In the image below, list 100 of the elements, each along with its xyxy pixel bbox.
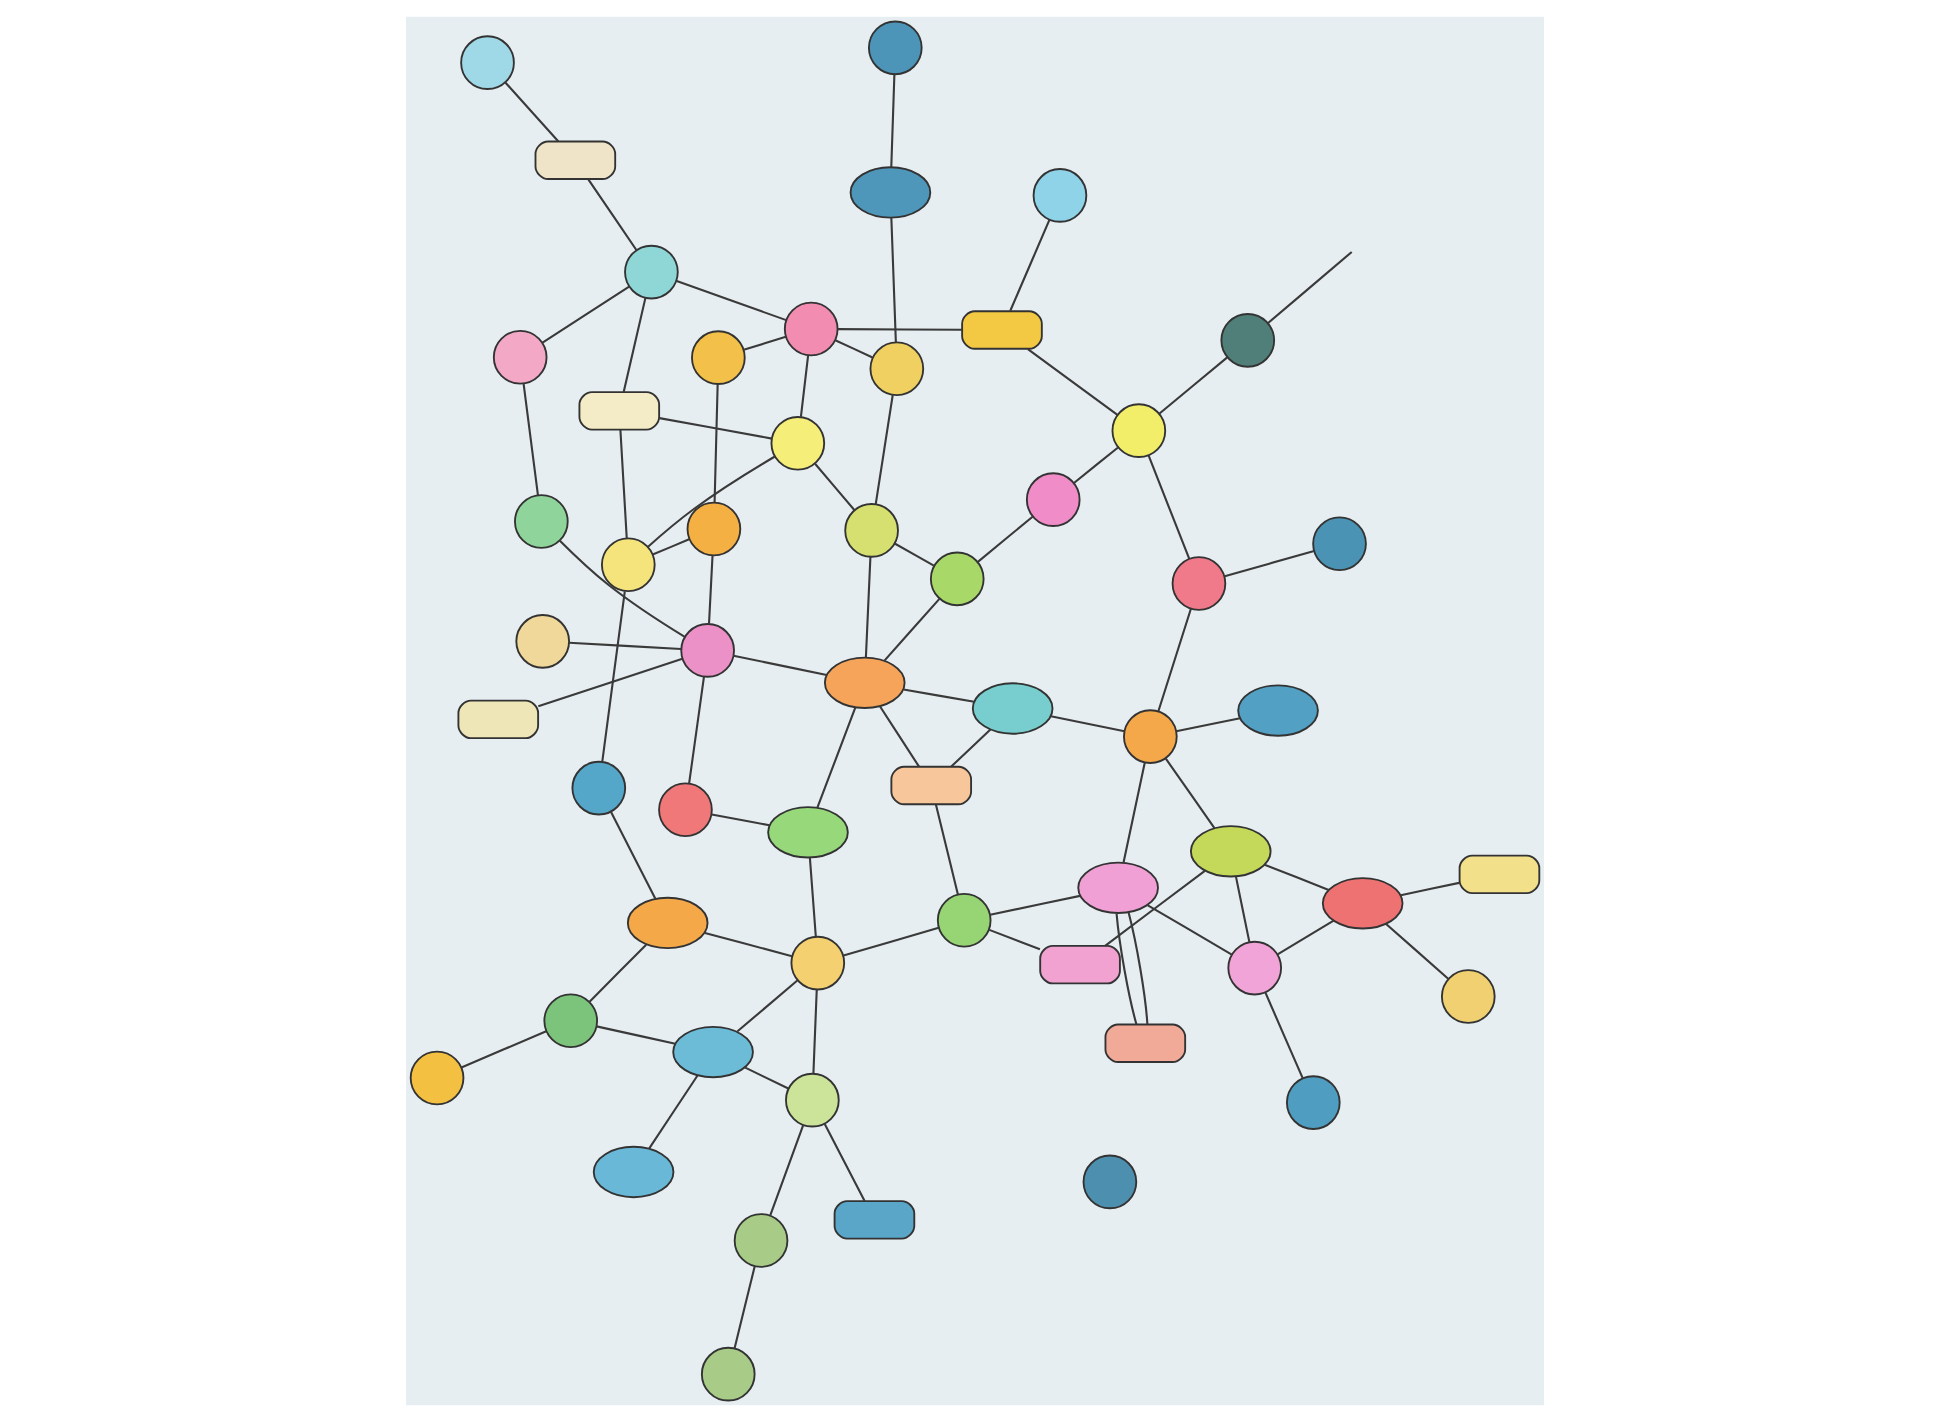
connector (537, 657, 683, 708)
connector (1122, 762, 1146, 863)
node-circle (1111, 403, 1167, 458)
node-box (457, 699, 540, 740)
connector (542, 285, 630, 344)
connector (1009, 219, 1051, 312)
connector (744, 1066, 789, 1090)
connector (823, 1123, 866, 1202)
node-circle (1312, 516, 1367, 572)
node-circle (1220, 313, 1276, 368)
connector (1264, 863, 1330, 891)
node-ellipse (767, 806, 849, 859)
node-circle (770, 416, 826, 471)
connector (659, 417, 773, 440)
connector (733, 1266, 756, 1349)
node-box (1458, 854, 1541, 895)
connector (713, 384, 719, 503)
connector (588, 943, 647, 1003)
node-ellipse (1077, 861, 1159, 914)
connector (1224, 549, 1315, 578)
node-circle (460, 35, 515, 90)
connector (1104, 869, 1206, 947)
connector (990, 894, 1081, 916)
connector (950, 728, 992, 768)
connector (1157, 608, 1192, 712)
node-circle (869, 341, 925, 397)
node-circle (492, 329, 548, 385)
connector (733, 654, 827, 676)
connector (587, 178, 638, 251)
node-circle (686, 501, 742, 557)
node-circle (1171, 556, 1227, 611)
node-circle (700, 1346, 756, 1402)
connector (711, 813, 770, 827)
node-ellipse (672, 1025, 754, 1079)
node-circle (515, 614, 571, 669)
node-circle (1440, 969, 1496, 1024)
connector (1264, 992, 1304, 1079)
node-circle (844, 503, 899, 558)
connector (977, 515, 1034, 563)
connector (1027, 348, 1119, 416)
connector (736, 979, 799, 1033)
connector (707, 555, 714, 624)
connector (1158, 356, 1228, 415)
node-box (961, 310, 1043, 350)
node-circle (1025, 472, 1081, 527)
node-ellipse (971, 682, 1054, 735)
connector (883, 598, 941, 662)
connector (504, 81, 560, 143)
connector (688, 676, 706, 784)
node-box (578, 391, 661, 431)
connector (648, 1075, 699, 1149)
node-box (1104, 1023, 1187, 1063)
connector (874, 394, 894, 505)
node-box (890, 765, 973, 806)
node-circle (1082, 1154, 1138, 1210)
node-circle (785, 1072, 840, 1128)
connector (808, 857, 817, 937)
node-circle (1227, 940, 1283, 996)
connector (988, 928, 1041, 951)
node-circle (1123, 709, 1178, 764)
node-circle (658, 782, 713, 838)
connector (834, 339, 873, 359)
node-circle (409, 1050, 465, 1106)
node-circle (543, 993, 599, 1049)
node-circle (783, 301, 839, 357)
node-ellipse (1237, 684, 1319, 737)
node-circle (571, 760, 627, 816)
connector (799, 355, 810, 418)
connector (890, 74, 896, 168)
node-circle (691, 330, 746, 385)
connector (461, 1030, 547, 1069)
connector (676, 280, 787, 322)
connector (837, 328, 962, 331)
node-circle (929, 551, 985, 607)
connector (1147, 455, 1191, 560)
connector (934, 804, 959, 895)
connector (1267, 251, 1353, 324)
connector (596, 1025, 676, 1045)
node-ellipse (1189, 825, 1272, 878)
node-circle (1286, 1075, 1341, 1130)
node-circle (790, 935, 846, 991)
connector (879, 705, 920, 768)
connector (812, 989, 818, 1074)
connector (1234, 876, 1251, 943)
connector (1277, 919, 1335, 956)
node-ellipse (1321, 877, 1404, 930)
connector (864, 556, 872, 658)
connector (1164, 758, 1216, 829)
node-circle (514, 494, 569, 549)
connector (1146, 904, 1233, 956)
connector (622, 297, 647, 393)
connector (601, 591, 626, 762)
connector (652, 538, 690, 556)
node-ellipse (626, 896, 709, 950)
connector (1073, 446, 1119, 484)
connector (890, 217, 897, 343)
connector (609, 811, 657, 900)
node-box (534, 140, 617, 180)
connector (619, 429, 628, 539)
connector (894, 542, 935, 567)
